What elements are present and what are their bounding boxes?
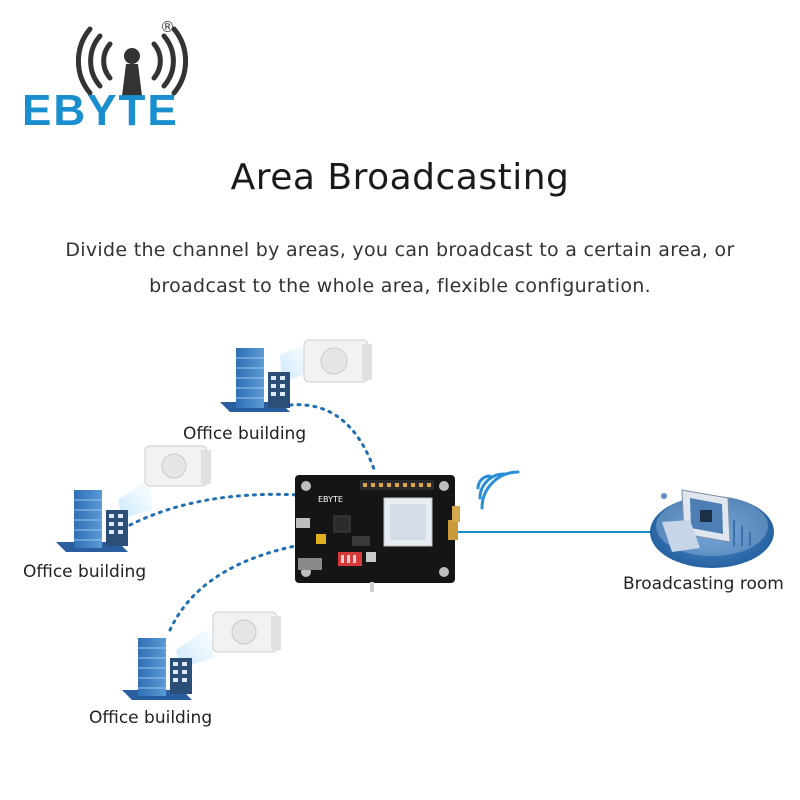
speaker-icon — [303, 339, 372, 383]
ebyte-logo: ® EBYTE — [22, 16, 212, 135]
building-icon — [122, 638, 192, 700]
link-middle — [128, 492, 302, 527]
wireless-signal-icon — [75, 26, 189, 96]
label-office-middle: Office building — [23, 562, 147, 582]
subtitle-line-2: broadcast to the whole area, flexible co… — [149, 275, 651, 297]
label-office-bottom: Office building — [89, 708, 213, 728]
page-title: Area Broadcasting — [230, 157, 570, 198]
board-brand: EBYTE — [318, 495, 343, 504]
registered-mark: ® — [160, 18, 175, 36]
page-subtitle: Divide the channel by areas, you can bro… — [20, 232, 780, 304]
office-group-middle — [56, 445, 211, 552]
building-icon — [56, 490, 128, 552]
transceiver-board: EBYTE — [295, 475, 460, 592]
signal-waves-icon — [476, 470, 520, 510]
link-bottom — [168, 543, 302, 632]
speaker-icon — [144, 445, 211, 487]
label-office-top: Office building — [183, 424, 307, 444]
diagram-canvas: EBYTE — [56, 339, 774, 700]
brand-name: EBYTE — [22, 86, 179, 135]
subtitle-line-1: Divide the channel by areas, you can bro… — [65, 239, 735, 261]
speaker-icon — [212, 611, 281, 653]
building-icon — [220, 348, 290, 412]
broadcasting-room-icon — [650, 489, 774, 568]
office-group-top — [220, 339, 372, 412]
label-broadcasting-room: Broadcasting room — [623, 574, 784, 594]
area-broadcast-diagram: EBYTE — [0, 320, 800, 790]
office-group-bottom — [122, 611, 281, 700]
